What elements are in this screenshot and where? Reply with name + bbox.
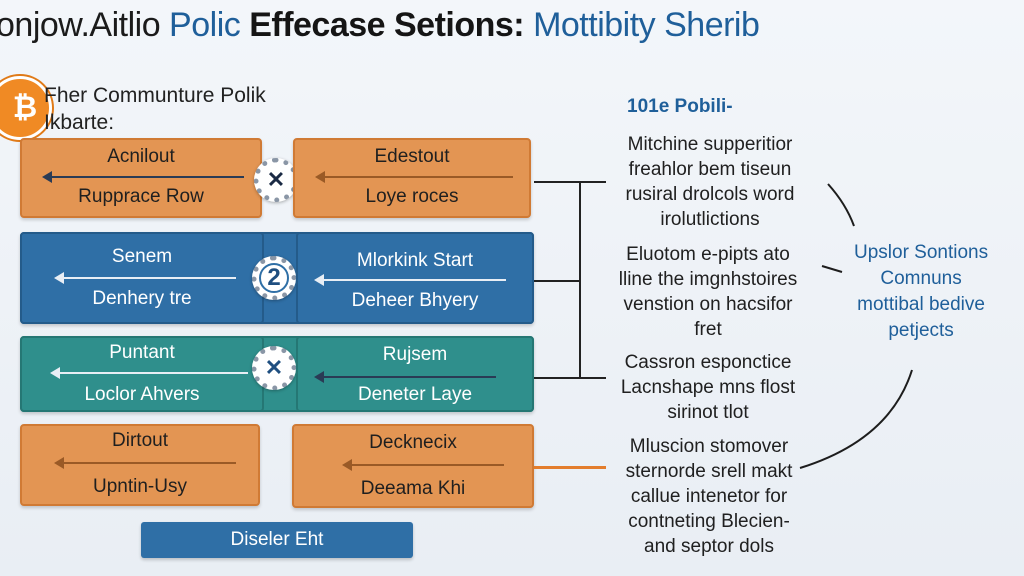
- row3-right-box[interactable]: Rujsem Deneter Laye: [296, 336, 534, 412]
- arrow-left-icon: [342, 459, 504, 471]
- arrow-left-icon: [314, 274, 506, 286]
- subtitle-line-2: Ikbarte:: [44, 111, 115, 134]
- connector-line: [534, 280, 581, 282]
- arrow-left-icon: [314, 371, 496, 383]
- row1-right-box[interactable]: Edestout Loye roces: [293, 138, 531, 218]
- curve-line: [799, 369, 913, 469]
- gear-number-badge-icon: 2: [252, 256, 296, 300]
- arrow-left-icon: [315, 171, 513, 183]
- box-top-label: Dirtout: [112, 430, 168, 451]
- arrow-left-icon: [54, 457, 236, 469]
- box-bottom-label: Deeama Khi: [360, 478, 466, 499]
- side-note: Upslor Sontions Comnuns mottibal bedive …: [854, 242, 989, 341]
- box-bottom-label: Loclor Ahvers: [84, 384, 200, 405]
- box-top-label: Senem: [111, 246, 173, 267]
- title-part-1: onjow.Aitlio: [0, 6, 170, 44]
- curve-line: [821, 265, 843, 273]
- title-part-4: Mottibity Sherib: [533, 6, 760, 44]
- arrow-left-icon: [54, 272, 236, 284]
- title-part-3: Effecase Setions:: [249, 6, 534, 44]
- bitcoin-icon: ₿: [0, 76, 52, 140]
- box-top-label: Rujsem: [382, 344, 448, 365]
- box-bottom-label: Upntin-Usy: [93, 476, 187, 497]
- box-top-label: Puntant: [109, 342, 175, 363]
- arrow-left-icon: [42, 171, 244, 183]
- page-title: onjow.Aitlio Polic Effecase Setions: Mot…: [0, 6, 760, 45]
- box-top-label: Decknecix: [369, 432, 457, 453]
- gear-x-badge-icon: ✕: [252, 346, 296, 390]
- curve-line: [827, 183, 855, 227]
- arrow-left-icon: [50, 367, 248, 379]
- box-bottom-label: Denhery tre: [92, 288, 192, 309]
- title-part-2: Polic: [169, 6, 250, 44]
- description-block-1: Mitchine supperitior freahlor bem tiseun…: [625, 134, 795, 230]
- connector-line: [534, 181, 606, 183]
- right-header: 101e Pobili-: [627, 96, 733, 117]
- box-bottom-label: Deneter Laye: [357, 384, 473, 405]
- row1-left-box[interactable]: Acnilout Rupprace Row: [20, 138, 262, 218]
- box-bottom-label: Loye roces: [365, 186, 459, 207]
- row2-right-box[interactable]: Mlorkink Start Deheer Bhyery: [296, 232, 534, 324]
- description-block-3: Cassron esponctice Lacnshape mns flost s…: [620, 352, 796, 423]
- description-block-2: Eluotom e-pipts ato lline the imgnhstoir…: [618, 244, 798, 340]
- connector-line: [534, 377, 606, 379]
- row4-right-box[interactable]: Decknecix Deeama Khi: [292, 424, 534, 508]
- subtitle-line-1: Fher Communture Polik: [44, 84, 266, 107]
- bottom-action-button[interactable]: Diseler Eht: [141, 522, 413, 558]
- box-bottom-label: Rupprace Row: [78, 186, 204, 207]
- row2-left-box[interactable]: Senem Denhery tre: [20, 232, 264, 324]
- connector-line: [534, 466, 606, 469]
- box-top-label: Mlorkink Start: [356, 250, 474, 271]
- box-bottom-label: Deheer Bhyery: [351, 290, 479, 311]
- box-top-label: Edestout: [374, 146, 450, 167]
- description-block-4: Mluscion stomover sternorde srell makt c…: [625, 436, 793, 557]
- row3-left-box[interactable]: Puntant Loclor Ahvers: [20, 336, 264, 412]
- row4-left-box[interactable]: Dirtout Upntin-Usy: [20, 424, 260, 506]
- subtitle: Fher Communture Polik Ikbarte:: [44, 82, 266, 136]
- gear-x-badge-icon: ✕: [254, 158, 298, 202]
- box-top-label: Acnilout: [107, 146, 175, 167]
